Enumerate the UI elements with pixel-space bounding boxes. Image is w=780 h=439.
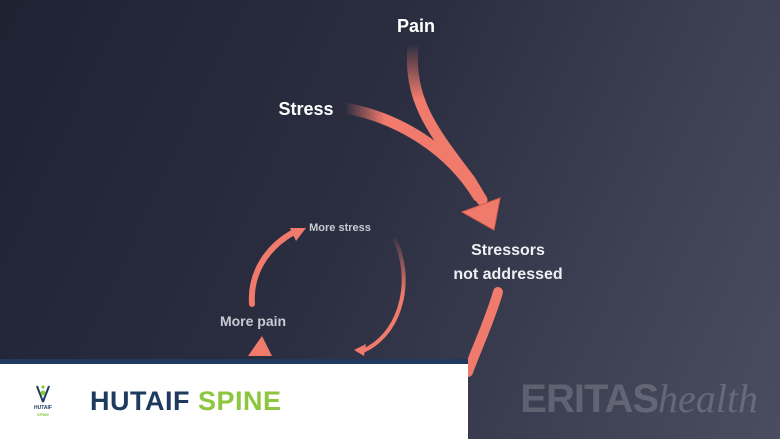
brand-bar: HUTAIF SPINE HUTAIF SPINE xyxy=(0,359,468,439)
brand-name-part-2: SPINE xyxy=(198,386,282,416)
stressors-exit-arrow xyxy=(463,287,503,377)
main-arrowhead xyxy=(460,197,501,231)
brand-logo: HUTAIF SPINE xyxy=(30,384,56,420)
spine-logo-icon xyxy=(36,385,50,403)
loop-right-arrowhead xyxy=(354,344,366,356)
loop-arrow-up xyxy=(248,229,297,307)
logo-subtext: SPINE xyxy=(36,412,49,417)
stressors-label: Stressors not addressed xyxy=(428,239,588,287)
more-stress-arrowhead xyxy=(290,228,306,241)
brand-name: HUTAIF SPINE xyxy=(90,386,282,417)
watermark-italic-text: health xyxy=(658,376,758,421)
stressors-line-2: not addressed xyxy=(453,266,563,283)
more-stress-label: More stress xyxy=(309,222,371,234)
veritas-health-watermark: ERITAShealth xyxy=(520,374,758,424)
more-pain-label: More pain xyxy=(219,313,287,329)
pain-arrow xyxy=(406,38,488,206)
brand-name-part-1: HUTAIF xyxy=(90,386,190,416)
stress-label: Stress xyxy=(278,99,334,119)
stress-arrow xyxy=(339,102,484,202)
stressors-line-1: Stressors xyxy=(471,242,545,259)
watermark-bold-text: ERITAS xyxy=(520,377,659,421)
pain-label: Pain xyxy=(396,16,435,36)
loop-arrow-right xyxy=(363,238,406,352)
logo-text: HUTAIF xyxy=(34,405,52,411)
more-pain-arrowhead xyxy=(248,336,272,356)
